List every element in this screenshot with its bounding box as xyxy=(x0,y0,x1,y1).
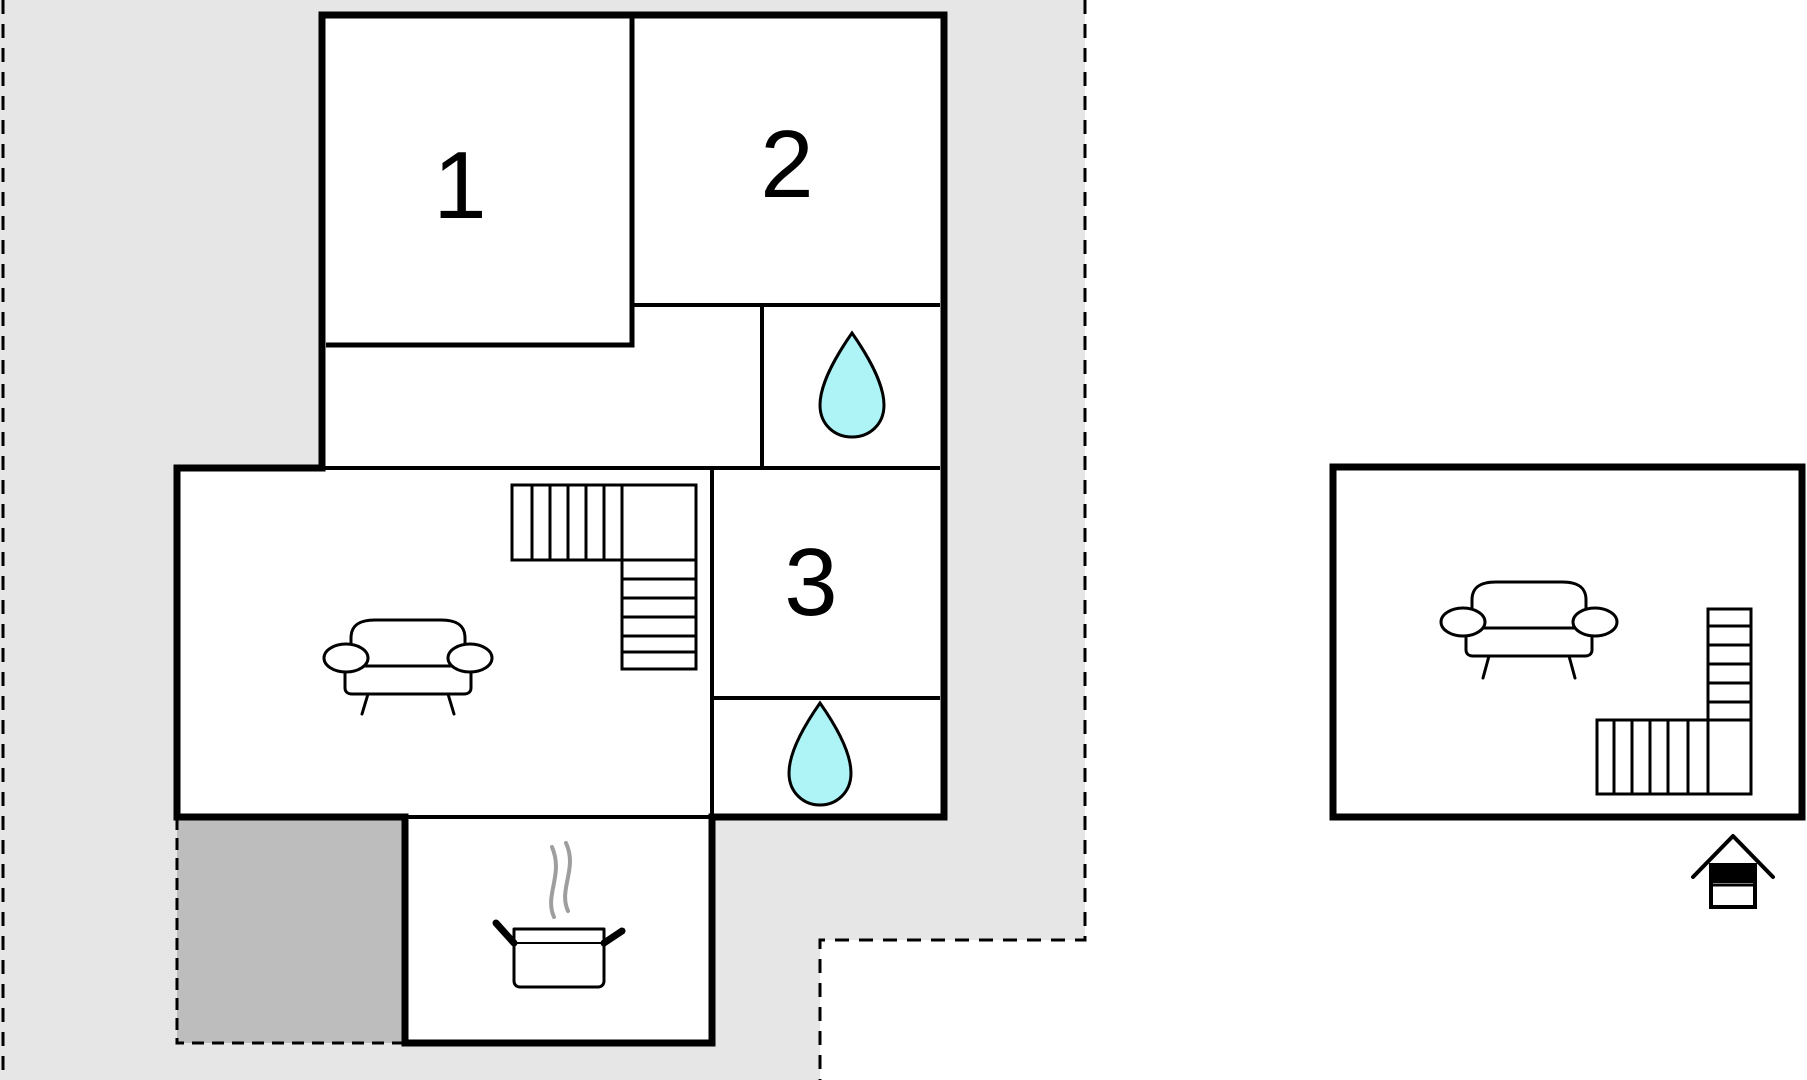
staircase-icon xyxy=(510,483,698,671)
room-3-label: 3 xyxy=(784,529,837,636)
room-1-label: 1 xyxy=(433,132,486,239)
sofa-icon xyxy=(322,618,494,716)
house-entrance-icon xyxy=(1691,834,1775,909)
cooking-pot-icon xyxy=(492,841,626,989)
sofa-icon xyxy=(1439,580,1619,680)
water-drop-icon xyxy=(787,700,853,807)
interior-walls xyxy=(322,15,940,819)
terrace xyxy=(175,818,405,1045)
room-2-label: 2 xyxy=(760,111,813,218)
water-drop-icon xyxy=(818,330,886,439)
staircase-icon xyxy=(1595,607,1753,796)
